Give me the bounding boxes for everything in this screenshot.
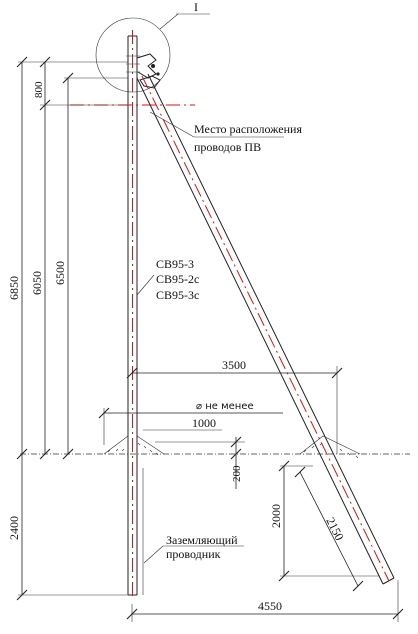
pole-type-1: СВ95-3	[156, 257, 194, 271]
dim-top-segment: 800	[33, 81, 45, 98]
strut-length-dimension: 2150	[294, 466, 364, 592]
dim-wire-height: 6500	[53, 261, 67, 285]
ground-conductor-line2: проводник	[166, 547, 221, 561]
dim-dia-note: ⌀ не менее	[196, 401, 254, 412]
ground-conductor-line1: Заземляющий	[166, 533, 238, 547]
strut-offset-dimension: 3500	[126, 358, 343, 454]
wire-place-line1: Место расположения	[194, 122, 302, 136]
base-length-dimension: 4550	[126, 580, 404, 622]
left-dimensions: 6850 800 6050 6500 2400	[7, 56, 128, 601]
top-hardware	[126, 53, 161, 89]
dim-step: 200	[231, 465, 243, 482]
strut-depth-dimension: 2000	[269, 460, 380, 582]
ground-mounds	[103, 435, 361, 459]
wire-place-line2: проводов ПВ	[194, 140, 261, 154]
pole-type-2: СВ95-2с	[156, 272, 199, 286]
dim-strut-offset: 3500	[222, 358, 246, 372]
callout-label: I	[194, 0, 198, 14]
strut	[136, 73, 395, 585]
pole-type-3: СВ95-3с	[156, 288, 199, 302]
dim-strut-length: 2150	[323, 515, 346, 543]
ground-conductor-label: Заземляющий проводник	[143, 533, 244, 564]
dim-base-length: 4550	[258, 599, 282, 613]
dim-strut-depth: 2000	[269, 504, 283, 528]
wire-location-label: Место расположения проводов ПВ	[149, 111, 302, 154]
step-dimension: 200	[155, 436, 245, 489]
main-pole	[127, 30, 144, 600]
dim-depth: 2400	[7, 516, 21, 540]
min-distance-dimension: ⌀ не менее 1000	[98, 401, 283, 445]
dim-min-distance: 1000	[192, 416, 216, 430]
dim-mid-height: 6050	[30, 271, 44, 295]
dim-total-height: 6850	[7, 276, 21, 300]
pole-type-label: СВ95-3 СВ95-2с СВ95-3с	[136, 257, 199, 302]
